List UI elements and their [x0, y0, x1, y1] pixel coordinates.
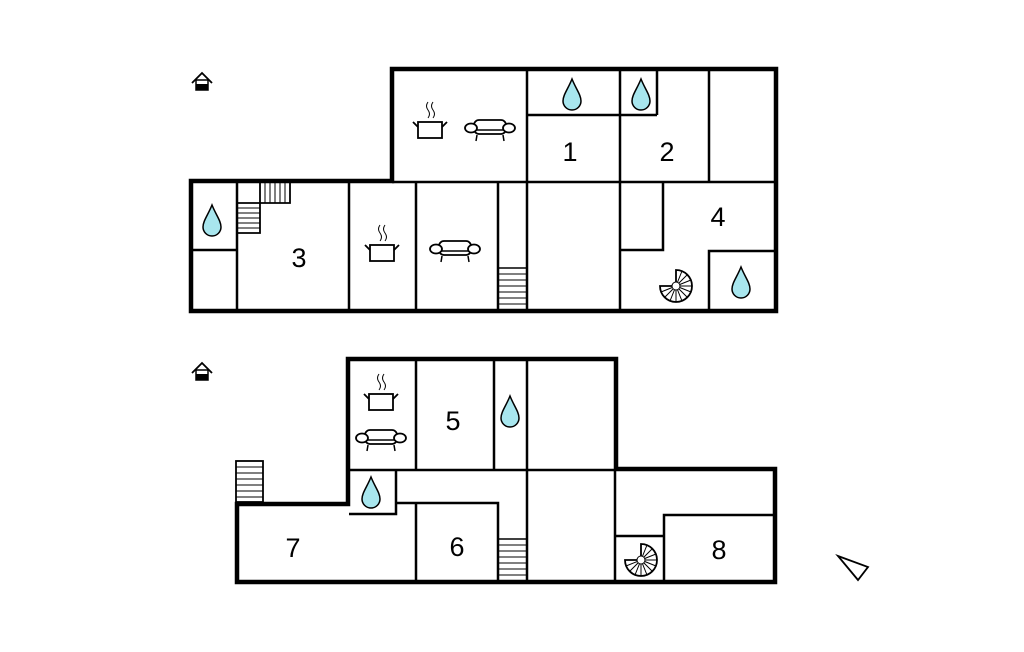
- room-label: 7: [285, 533, 300, 563]
- room-label: 2: [659, 137, 674, 167]
- lower-interior-walls: [349, 359, 775, 582]
- entrance-icon: [191, 362, 213, 381]
- spiral-stairs-icon: [659, 269, 693, 303]
- entrance-icon: [191, 72, 213, 91]
- lower-floor-plan: 5 6 7 8: [191, 356, 778, 585]
- water-drop-icon: [500, 395, 520, 428]
- sofa-icon: [355, 429, 407, 452]
- water-drop-icon: [631, 78, 651, 111]
- room-label: 6: [449, 532, 464, 562]
- room-label: 3: [291, 243, 306, 273]
- room-label: 8: [711, 535, 726, 565]
- outdoor-stairs-icon: [235, 460, 264, 503]
- sofa-icon: [464, 119, 516, 142]
- room-label: 4: [710, 202, 725, 232]
- room-label: 5: [445, 406, 460, 436]
- kitchen-pot-icon: [363, 373, 399, 411]
- north-arrow-icon: [835, 554, 870, 582]
- upper-floor-plan: 1 2 3 4: [188, 66, 779, 314]
- sofa-icon: [429, 240, 481, 263]
- kitchen-pot-icon: [364, 224, 400, 262]
- stairs-icon: [238, 182, 291, 234]
- water-drop-icon: [731, 266, 751, 299]
- stairs-icon: [498, 267, 527, 305]
- water-drop-icon: [562, 78, 582, 111]
- lower-outer-wall: [234, 356, 778, 585]
- stairs-icon: [498, 538, 527, 576]
- water-drop-icon: [202, 204, 222, 237]
- kitchen-pot-icon: [412, 101, 448, 139]
- spiral-stairs-icon: [624, 543, 658, 577]
- upper-interior-walls: [191, 69, 776, 311]
- room-label: 1: [562, 137, 577, 167]
- water-drop-icon: [361, 476, 381, 509]
